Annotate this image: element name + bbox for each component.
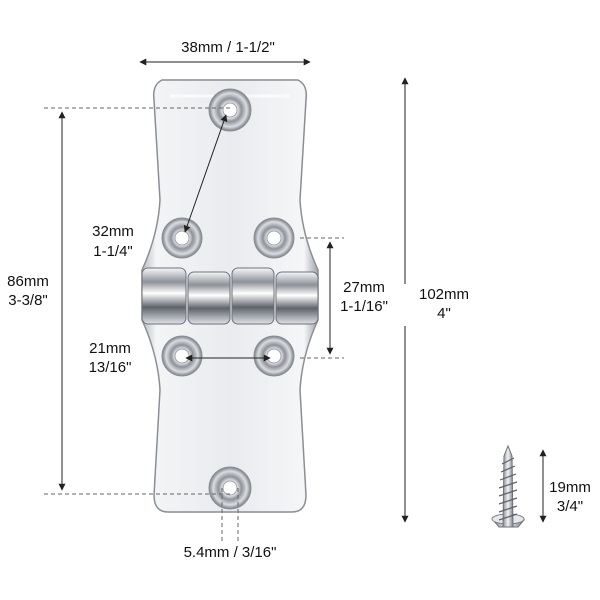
hole-bottom	[208, 466, 252, 510]
hole-diagonal-dimension: 32mm 1-1/4"	[92, 114, 228, 260]
top-width-dimension: 38mm / 1-1/2"	[139, 39, 311, 66]
hole-upper-right	[253, 217, 295, 259]
pin-gap-mm-label: 27mm	[343, 279, 385, 296]
hole-span-in-label: 13/16"	[89, 359, 132, 376]
hole-span-dimension: 21mm 13/16"	[89, 340, 271, 376]
hole-diameter-dimension: 5.4mm / 3/16"	[184, 488, 277, 561]
screw-image	[491, 444, 526, 528]
screw-length-dimension: 19mm 3/4"	[539, 449, 591, 523]
pin-gap-in-label: 1-1/16"	[340, 298, 388, 315]
hole-diameter-label: 5.4mm / 3/16"	[184, 544, 277, 561]
top-width-label: 38mm / 1-1/2"	[181, 39, 275, 56]
hole-top	[208, 88, 252, 132]
total-length-dimension: 102mm 4"	[400, 77, 480, 523]
screw-mm-label: 19mm	[549, 479, 591, 496]
hole-lower-right	[253, 335, 295, 377]
length-in-label: 3-3/8"	[8, 292, 48, 309]
hole-lower-left	[161, 335, 203, 377]
hole-diag-mm-label: 32mm	[92, 223, 134, 240]
pin-gap-dimension: 27mm 1-1/16"	[300, 237, 396, 359]
length-dimension: 86mm 3-3/8"	[0, 107, 230, 495]
hole-span-mm-label: 21mm	[89, 340, 131, 357]
length-mm-label: 86mm	[7, 273, 49, 290]
total-mm-label: 102mm	[419, 286, 469, 303]
screw-holes	[161, 88, 295, 510]
total-in-label: 4"	[437, 305, 451, 322]
hinge-knuckles	[141, 267, 319, 325]
screw-in-label: 3/4"	[557, 498, 583, 515]
hole-upper-left	[161, 217, 203, 259]
hole-diag-in-label: 1-1/4"	[93, 243, 133, 260]
